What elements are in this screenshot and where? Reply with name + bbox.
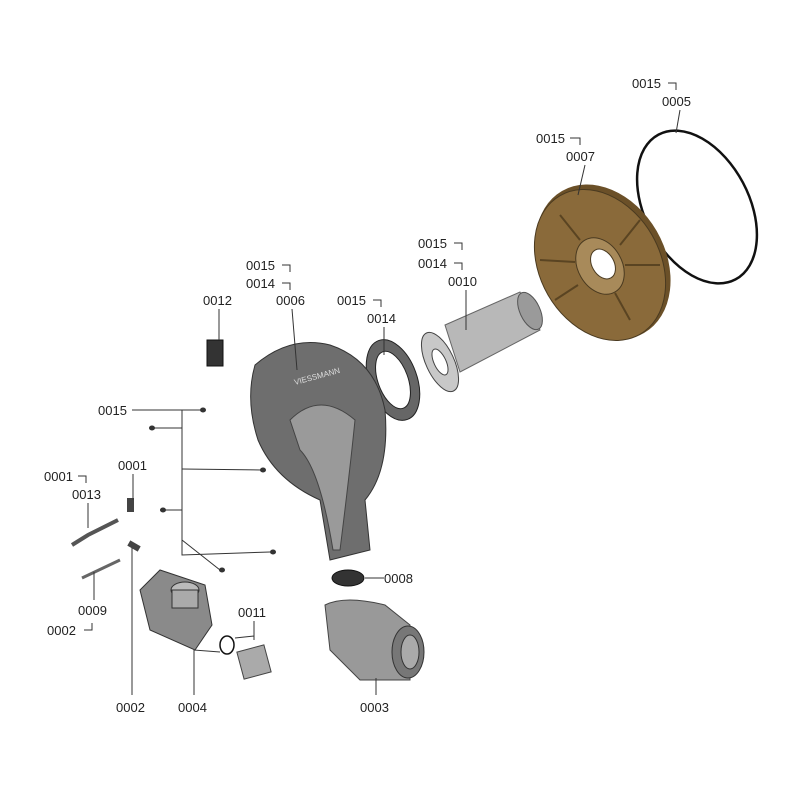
callout-0002: 0002	[116, 700, 145, 715]
callout-0015: 0015	[98, 403, 127, 418]
screw-part	[219, 567, 225, 573]
screw-part	[270, 549, 276, 555]
leader-line	[84, 623, 93, 631]
callout-0002: 0002	[47, 623, 76, 638]
fan-housing-part: VIESSMANN	[250, 342, 387, 561]
blower-fan-part	[324, 599, 425, 681]
callout-0008: 0008	[384, 571, 413, 586]
leader-line	[454, 262, 463, 270]
callout-0009: 0009	[78, 603, 107, 618]
callout-0001: 0001	[44, 469, 73, 484]
screw-part	[200, 407, 206, 413]
callout-0006: 0006	[276, 293, 305, 308]
connector-part	[206, 339, 224, 367]
callout-0004: 0004	[178, 700, 207, 715]
callout-0015: 0015	[536, 131, 565, 146]
callout-labels: 0015000500150007001500140010001500140006…	[44, 76, 691, 715]
callout-0003: 0003	[360, 700, 389, 715]
leader-line	[132, 409, 271, 556]
leader-line	[291, 308, 298, 371]
screw-part	[260, 467, 266, 473]
gas-valve-part	[139, 569, 213, 651]
leader-line	[181, 539, 221, 571]
callout-0015: 0015	[418, 236, 447, 251]
leader-line	[675, 109, 681, 134]
callout-0013: 0013	[72, 487, 101, 502]
insulation-disk-part	[533, 184, 671, 341]
flange-part	[236, 644, 272, 680]
seal-ring-part	[219, 635, 235, 655]
valve-flap-part	[331, 569, 365, 587]
leader-line	[282, 264, 291, 272]
burner-tube-part	[420, 291, 543, 393]
screws	[149, 407, 276, 573]
callout-0014: 0014	[418, 256, 447, 271]
leader-line	[668, 82, 677, 90]
leader-line	[570, 137, 581, 145]
leader-line	[454, 242, 463, 250]
ionisation-electrode-part	[81, 558, 121, 580]
callout-0010: 0010	[448, 274, 477, 289]
leader-line	[181, 468, 263, 471]
leader-line	[193, 649, 221, 695]
leader-line	[373, 299, 382, 307]
leader-line	[282, 282, 291, 290]
callout-0014: 0014	[367, 311, 396, 326]
electrode-gasket-part-2	[127, 540, 141, 552]
callout-0007: 0007	[566, 149, 595, 164]
callout-0001: 0001	[118, 458, 147, 473]
leader-line	[577, 164, 586, 196]
leader-line	[78, 475, 87, 483]
callout-0011: 0011	[238, 605, 266, 620]
callout-0015: 0015	[246, 258, 275, 273]
callout-0012: 0012	[203, 293, 232, 308]
leader-lines	[78, 82, 681, 695]
callout-0014: 0014	[246, 276, 275, 291]
callout-0005: 0005	[662, 94, 691, 109]
electrode-gasket-part	[127, 498, 134, 512]
ignition-electrode-part	[70, 518, 119, 547]
leader-line	[234, 621, 255, 640]
callout-0015: 0015	[337, 293, 366, 308]
callout-0015: 0015	[632, 76, 661, 91]
gasket-part	[365, 339, 421, 421]
